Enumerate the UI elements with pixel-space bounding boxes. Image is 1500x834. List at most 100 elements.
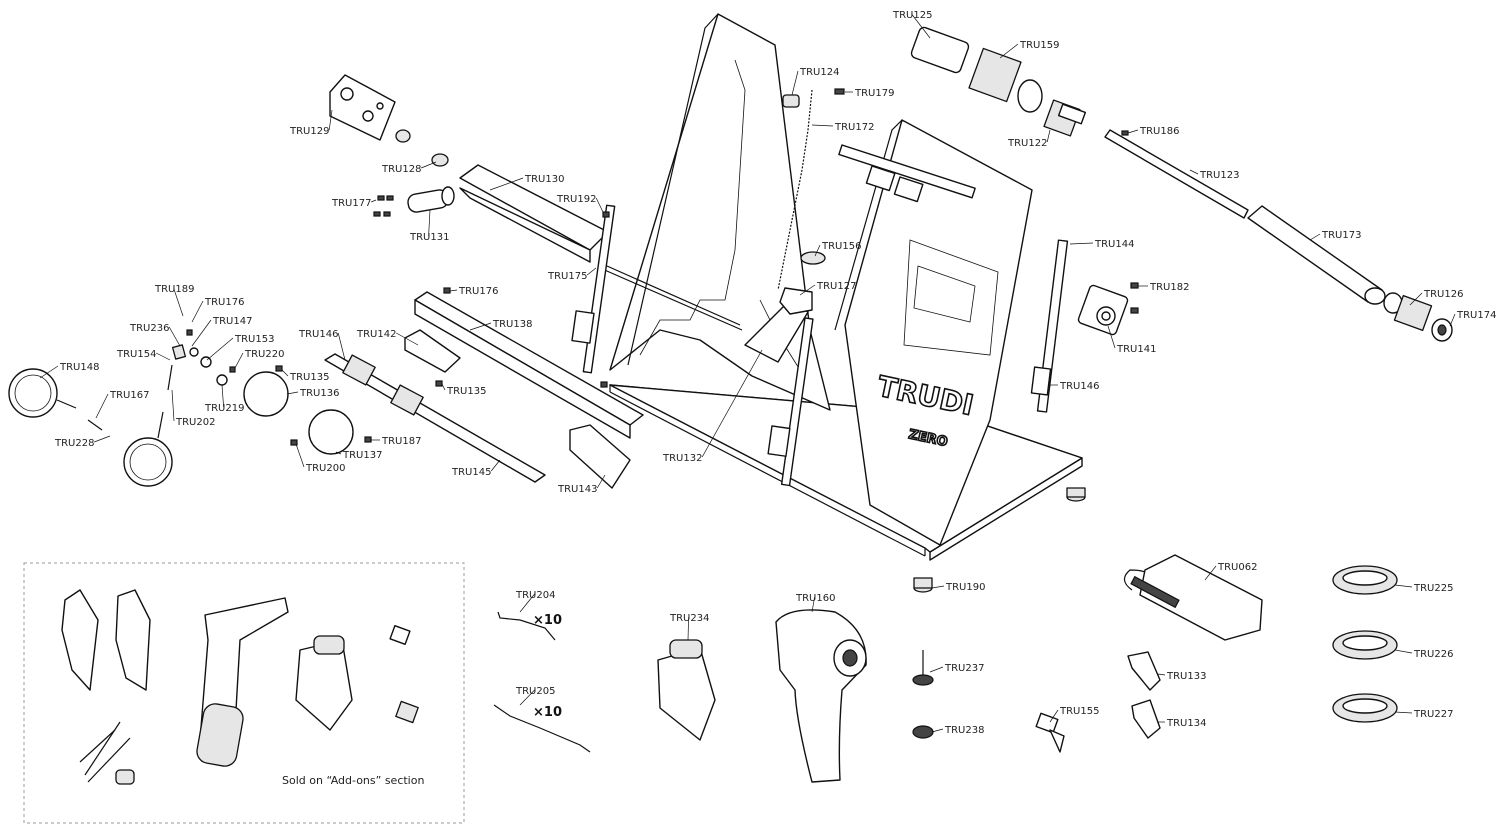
part-label-tru200: TRU200 [305,463,345,474]
part-label-tru142: TRU142 [356,329,396,340]
part-label-tru135b: TRU135 [446,386,486,397]
part-label-tru186: TRU186 [1139,126,1179,137]
bottom-parts [493,554,1398,783]
leader-lines [39,13,1456,733]
part-label-tru236: TRU236 [129,323,169,334]
leader-tru124 [791,70,799,96]
leader-tru142 [396,332,419,346]
leader-tru176b [449,289,458,292]
part-label-tru124: TRU124 [799,67,839,78]
part-label-tru128: TRU128 [381,164,421,175]
part-label-tru156: TRU156 [821,241,861,252]
part-label-tru146a: TRU146 [298,329,338,340]
leader-tru175 [586,267,597,276]
part-label-tru173: TRU173 [1321,230,1361,241]
leader-tru192 [595,197,604,213]
part-label-tru190: TRU190 [945,582,985,593]
leader-tru154 [156,352,171,361]
part-label-tru132: TRU132 [662,453,702,464]
leader-tru062 [1204,565,1217,581]
leader-tru167 [95,393,109,419]
leader-tru148 [39,365,59,379]
leader-tru129 [328,109,333,131]
leader-tru238 [931,728,944,733]
part-label-tru192: TRU192 [556,194,596,205]
part-label-tru187: TRU187 [381,436,421,447]
leader-tru189 [173,287,184,317]
tru205-quantity: ×10 [533,705,562,720]
addons-parts [61,589,419,785]
part-label-tru228: TRU228 [54,438,94,449]
part-label-tru202: TRU202 [175,417,215,428]
part-label-tru062: TRU062 [1217,562,1257,573]
leader-tru127 [799,284,816,296]
addons-box [23,562,465,824]
motor-assembly [910,26,1129,137]
part-label-tru144: TRU144 [1094,239,1134,250]
part-label-tru175: TRU175 [547,271,587,282]
leader-tru225 [1394,584,1413,588]
leader-tru159 [999,43,1019,59]
leader-tru173 [1309,233,1321,241]
leader-tru155 [1049,709,1059,723]
part-label-tru174: TRU174 [1456,310,1496,321]
part-label-tru237: TRU237 [944,663,984,674]
part-label-tru167: TRU167 [109,390,149,401]
main-frame: TRUDI ZERO [597,13,1086,593]
part-labels: TRU125TRU159TRU124TRU179TRU172TRU122TRU1… [54,10,1496,736]
leader-tru234 [687,616,689,641]
leader-tru136 [286,391,299,395]
leader-tru220 [234,352,244,369]
part-label-tru205: TRU205 [515,686,555,697]
part-label-tru138: TRU138 [492,319,532,330]
leader-tru133 [1157,673,1166,676]
leader-tru128 [421,161,437,169]
part-label-tru134: TRU134 [1166,718,1206,729]
part-label-tru127: TRU127 [816,281,856,292]
part-label-tru179: TRU179 [854,88,894,99]
part-label-tru129: TRU129 [289,126,329,137]
leader-tru190 [931,585,945,589]
leader-tru138 [469,322,492,331]
part-label-tru146b: TRU146 [1059,381,1099,392]
part-label-tru234: TRU234 [669,613,709,624]
leader-tru144 [1069,242,1094,245]
part-label-tru135a: TRU135 [289,372,329,383]
leader-tru202 [171,389,175,422]
leader-tru236 [168,326,181,347]
part-label-tru189: TRU189 [154,284,194,295]
leader-tru126 [1409,292,1423,306]
leader-tru135b [441,383,446,391]
leader-tru135a [281,369,289,377]
part-label-tru126: TRU126 [1423,289,1463,300]
left-parts [8,74,644,489]
leader-tru137 [335,451,342,455]
leader-tru125 [911,13,931,39]
part-label-tru123: TRU123 [1199,170,1239,181]
part-label-tru176b: TRU176 [458,286,498,297]
part-label-tru131: TRU131 [409,232,449,243]
leader-tru227 [1394,711,1413,714]
part-label-tru160: TRU160 [795,593,835,604]
part-label-tru145: TRU145 [451,467,491,478]
leader-tru143 [596,474,606,489]
part-label-tru153: TRU153 [234,334,274,345]
part-label-tru220: TRU220 [244,349,284,360]
leader-tru122 [1046,129,1051,143]
leader-tru219 [221,384,224,408]
leader-tru205 [519,689,535,706]
addons-note: Sold on “Add-ons” section [282,774,424,787]
part-label-tru225: TRU225 [1413,583,1453,594]
leader-tru226 [1394,649,1413,654]
leader-tru153 [206,337,234,361]
leader-tru228 [94,435,111,443]
part-label-tru136: TRU136 [299,388,339,399]
part-label-tru154: TRU154 [116,349,156,360]
leader-tru130 [489,177,524,191]
part-label-tru148: TRU148 [59,362,99,373]
part-label-tru177: TRU177 [331,198,371,209]
leader-tru176a [191,300,204,323]
leader-tru172 [811,124,834,127]
leader-tru132 [701,349,763,458]
